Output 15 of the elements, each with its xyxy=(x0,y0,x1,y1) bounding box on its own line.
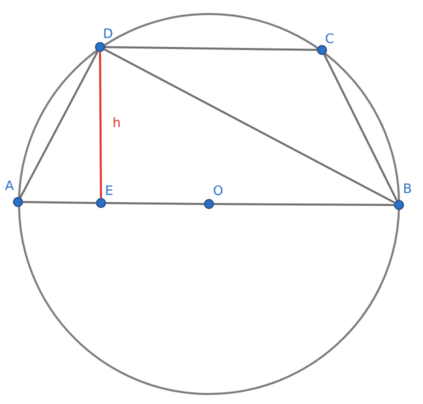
line-segment xyxy=(19,50,99,198)
height-segment xyxy=(99,52,102,198)
point-label: E xyxy=(105,185,114,199)
point-label: B xyxy=(403,183,412,197)
point-label: A xyxy=(5,180,14,194)
line-segment xyxy=(323,54,398,201)
line-segment xyxy=(214,203,394,206)
line-segment xyxy=(22,201,96,204)
edge-label: h xyxy=(112,117,121,131)
line-segment xyxy=(106,202,204,205)
point-label: D xyxy=(103,28,114,42)
point-label: C xyxy=(325,33,334,47)
point-label: O xyxy=(213,185,224,199)
line-segment xyxy=(104,48,396,204)
line-segment xyxy=(104,46,318,51)
